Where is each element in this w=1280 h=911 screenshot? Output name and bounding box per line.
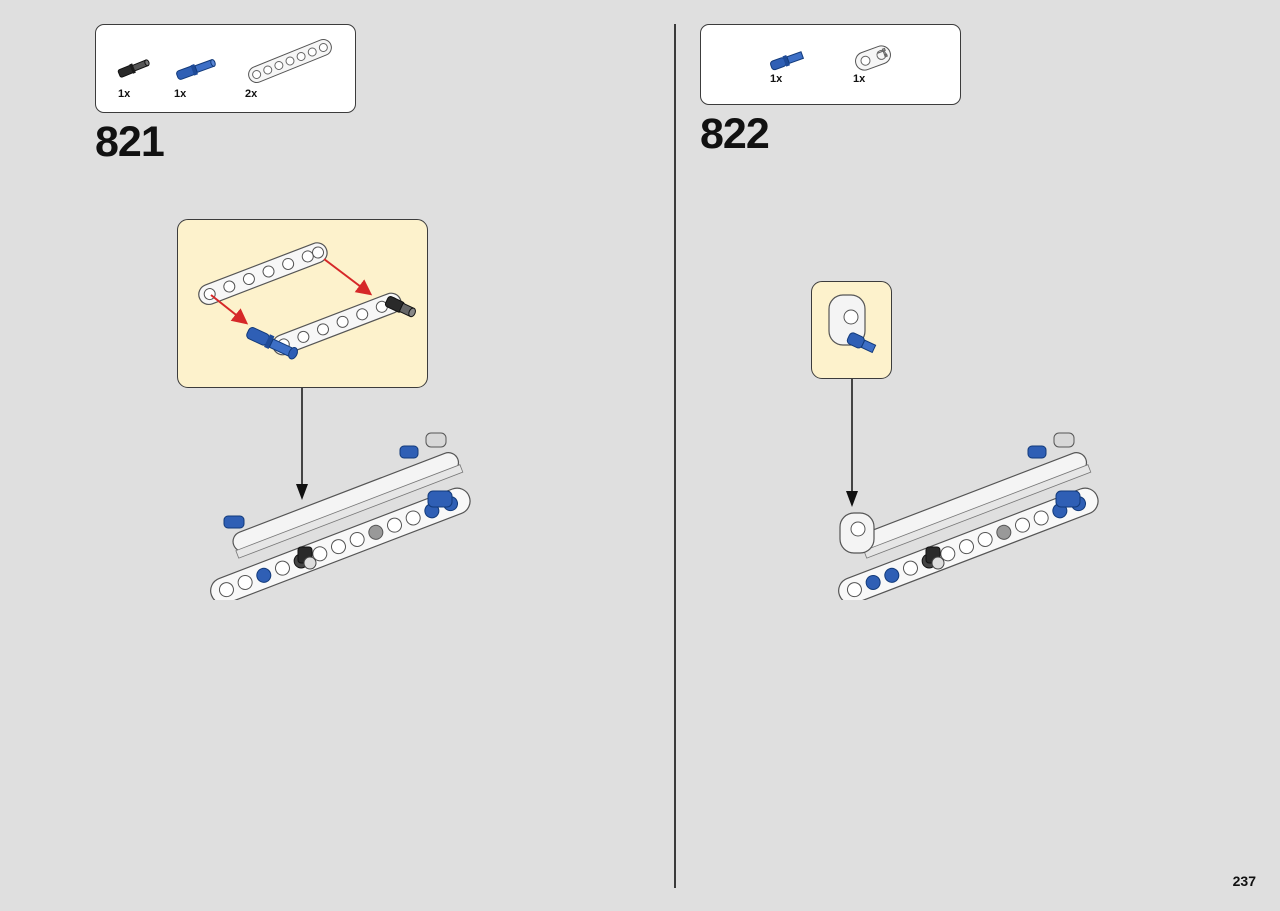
part-qty: 1x <box>118 88 131 100</box>
part-qty: 1x <box>853 73 866 85</box>
sub-assembly-illustration <box>198 242 416 360</box>
assembly-arrow <box>323 258 373 296</box>
assembly-arrow <box>210 294 249 325</box>
blue-axle-pin-icon <box>246 327 298 360</box>
blue-axle-pin-icon <box>846 332 877 354</box>
white-beam-upper <box>198 242 328 306</box>
sub-assembly-callout <box>811 281 892 379</box>
part-qty: 2x <box>245 88 258 100</box>
step-number: 822 <box>700 110 770 158</box>
placement-arrow <box>846 379 858 507</box>
step-number: 821 <box>95 118 165 166</box>
blue-axle-pin-icon <box>770 51 805 71</box>
parts-list-step-822: 1x 1x <box>700 24 961 105</box>
part-qty: 1x <box>174 88 187 100</box>
white-7-hole-beam-icon <box>248 39 332 83</box>
model-assembly-822 <box>838 432 1099 600</box>
blue-axle-pin-icon <box>176 59 216 80</box>
page-divider <box>674 24 676 888</box>
black-friction-axle-pin-icon <box>117 59 150 78</box>
sub-assembly-illustration <box>828 294 877 354</box>
part-qty: 1x <box>770 73 783 85</box>
parts-list-step-821: 1x 1x 2x <box>95 24 356 113</box>
black-friction-axle-pin-icon <box>384 296 416 318</box>
page-number: 237 <box>1232 873 1256 889</box>
placement-arrow <box>296 388 308 500</box>
white-cross-block-icon <box>855 45 891 71</box>
sub-assembly-callout <box>177 219 428 388</box>
model-assembly-821 <box>210 432 471 600</box>
